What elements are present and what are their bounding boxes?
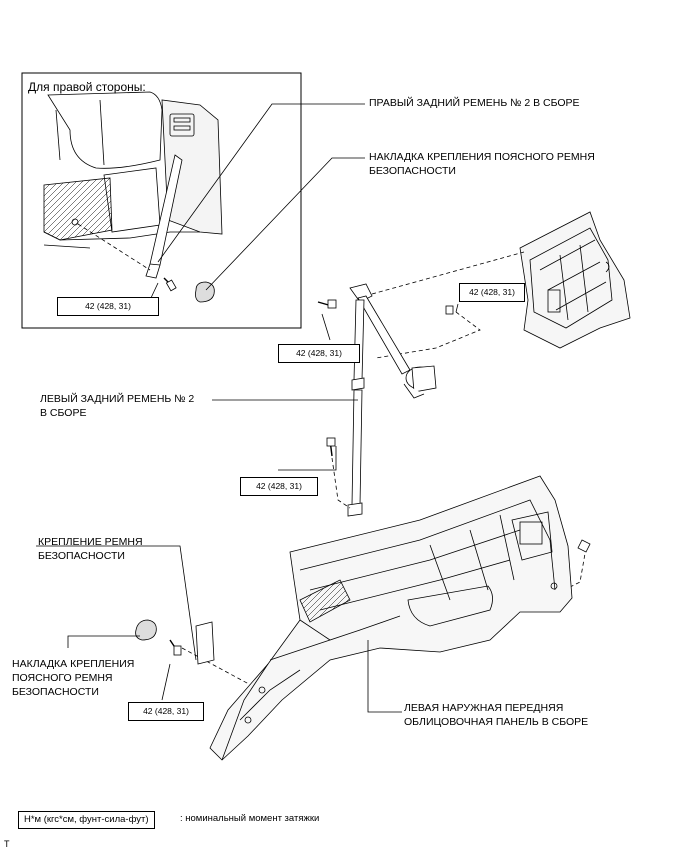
corner-mark: T	[4, 839, 10, 849]
legend-description: : номинальный момент затяжки	[180, 813, 320, 824]
left-rear-belt-assembly	[317, 283, 454, 517]
label-lap-belt-cover-left-line3: БЕЗОПАСНОСТИ	[12, 686, 99, 698]
torque-box-upper-anchor: 42 (428, 31)	[278, 344, 360, 363]
legend-units-box: Н*м (кгс*см, фунт-сила-фут)	[18, 811, 155, 829]
upper-right-trim-panel	[519, 211, 631, 349]
label-trim-panel-line1: ЛЕВАЯ НАРУЖНАЯ ПЕРЕДНЯЯ	[404, 702, 564, 714]
label-lap-belt-cover-left-line1: НАКЛАДКА КРЕПЛЕНИЯ	[12, 658, 135, 670]
label-lap-belt-cover-left-line2: ПОЯСНОГО РЕМНЯ	[12, 672, 113, 684]
label-right-rear-belt: ПРАВЫЙ ЗАДНИЙ РЕМЕНЬ № 2 В СБОРЕ	[369, 97, 580, 109]
label-belt-anchor-line2: БЕЗОПАСНОСТИ	[38, 550, 125, 562]
label-trim-panel-line2: ОБЛИЦОВОЧНАЯ ПАНЕЛЬ В СБОРЕ	[404, 716, 589, 728]
lower-anchor-parts	[135, 619, 215, 665]
label-left-rear-belt-line2: В СБОРЕ	[40, 407, 87, 419]
torque-box-middle: 42 (428, 31)	[240, 477, 318, 496]
torque-box-right-panel: 42 (428, 31)	[459, 283, 525, 302]
left-outer-front-trim-panel	[209, 475, 591, 761]
label-lap-belt-cover-right-line1: НАКЛАДКА КРЕПЛЕНИЯ ПОЯСНОГО РЕМНЯ	[369, 151, 595, 163]
torque-box-inset: 42 (428, 31)	[57, 297, 159, 316]
inset-right-side-interior	[43, 91, 223, 303]
inset-frame	[21, 72, 302, 329]
leader-lines	[157, 103, 365, 291]
label-lap-belt-cover-right-line2: БЕЗОПАСНОСТИ	[369, 165, 456, 177]
label-belt-anchor-line1: КРЕПЛЕНИЕ РЕМНЯ	[38, 536, 143, 548]
label-left-rear-belt-line1: ЛЕВЫЙ ЗАДНИЙ РЕМЕНЬ № 2	[40, 393, 195, 405]
inset-title: Для правой стороны:	[28, 80, 146, 94]
torque-box-lower: 42 (428, 31)	[128, 702, 204, 721]
